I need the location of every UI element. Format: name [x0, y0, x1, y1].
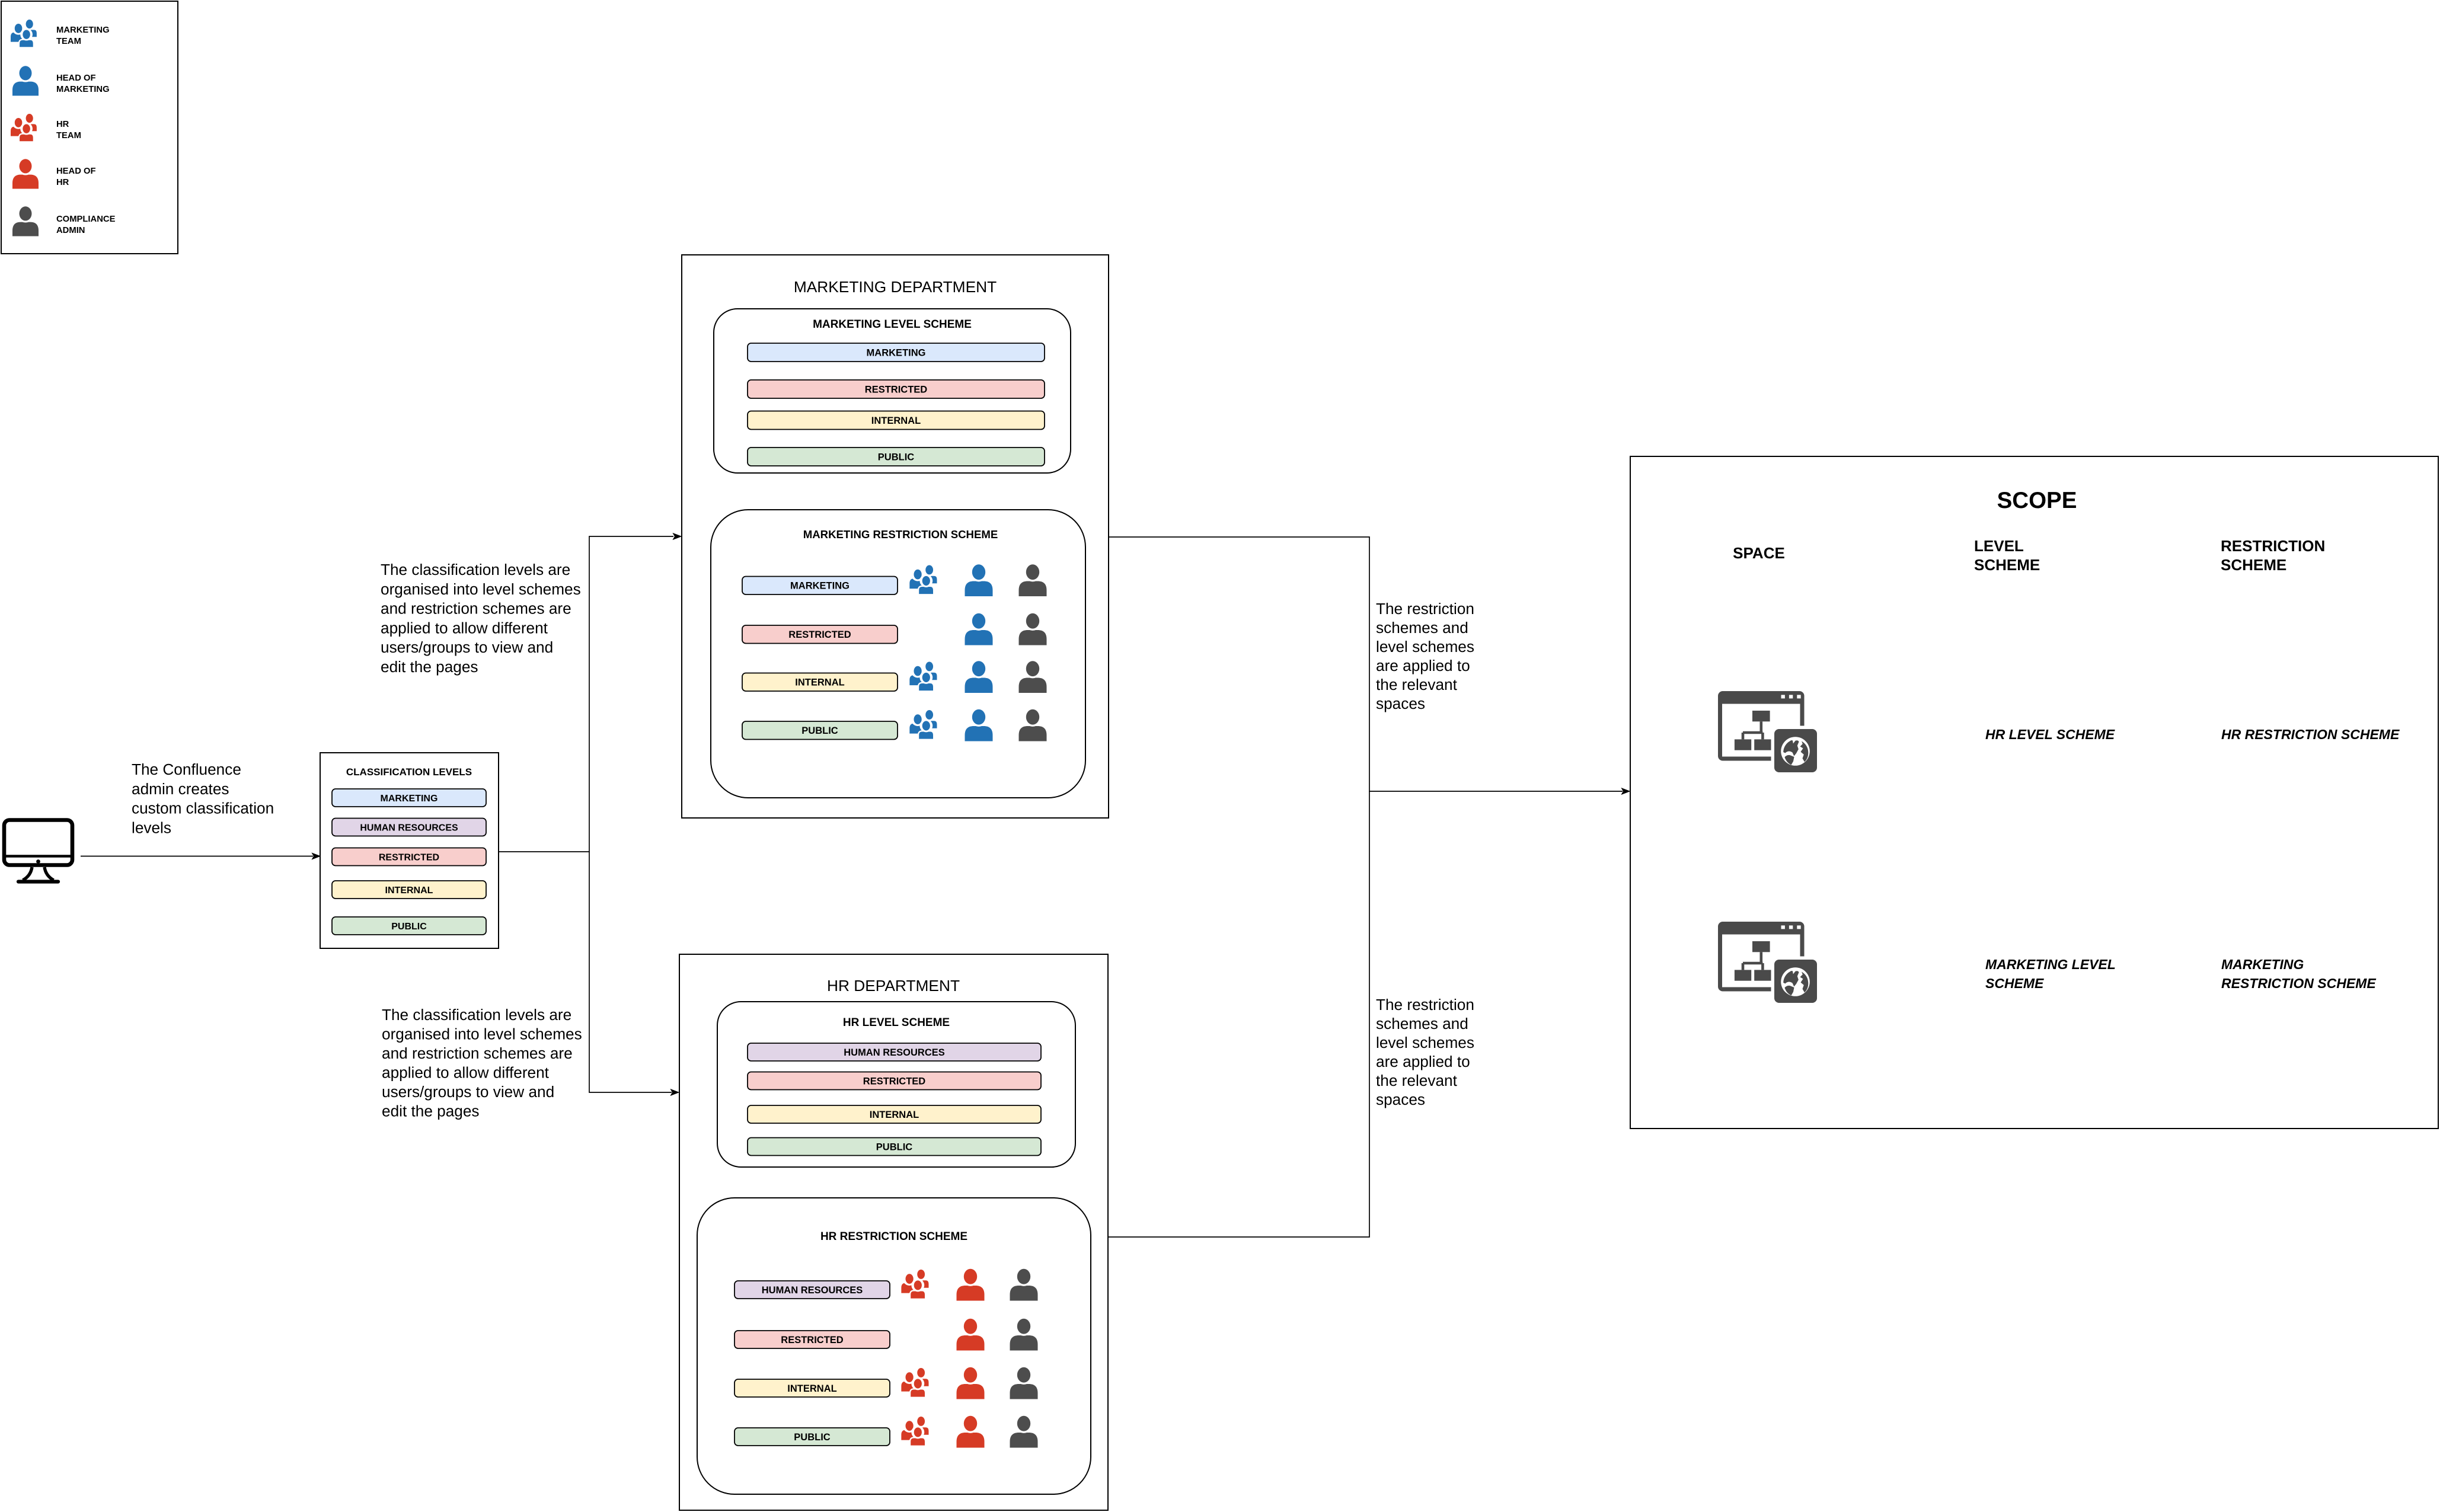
svg-text:PUBLIC: PUBLIC — [878, 452, 915, 462]
svg-text:and restriction schemes are: and restriction schemes are — [382, 1044, 573, 1062]
svg-text:INTERNAL: INTERNAL — [870, 1110, 919, 1120]
svg-text:MARKETING LEVEL SCHEME: MARKETING LEVEL SCHEME — [813, 318, 972, 331]
svg-text:applied to allow different: applied to allow different — [381, 619, 548, 637]
svg-text:The restriction: The restriction — [1376, 600, 1474, 618]
svg-text:MARKETING: MARKETING — [56, 25, 110, 35]
svg-text:users/groups to view and: users/groups to view and — [381, 638, 553, 656]
svg-text:MARKETING: MARKETING — [2221, 957, 2304, 972]
svg-text:INTERNAL: INTERNAL — [787, 1383, 836, 1394]
svg-text:users/groups to view and: users/groups to view and — [382, 1083, 554, 1101]
svg-text:are applied to: are applied to — [1376, 1053, 1470, 1070]
svg-text:RESTRICTED: RESTRICTED — [379, 852, 439, 862]
svg-text:PUBLIC: PUBLIC — [876, 1142, 913, 1152]
svg-text:organised into level schemes: organised into level schemes — [382, 1025, 582, 1043]
svg-text:MARKETING: MARKETING — [381, 794, 438, 804]
svg-text:applied to allow different: applied to allow different — [382, 1064, 550, 1082]
svg-text:COMPLIANCE: COMPLIANCE — [56, 215, 116, 224]
svg-text:edit the pages: edit the pages — [381, 658, 478, 676]
svg-text:HEAD OF: HEAD OF — [56, 73, 96, 83]
svg-text:TEAM: TEAM — [56, 131, 81, 140]
svg-text:schemes and: schemes and — [1376, 619, 1468, 637]
svg-text:SCHEME: SCHEME — [1985, 976, 2044, 991]
svg-text:RESTRICTED: RESTRICTED — [863, 1076, 926, 1086]
svg-text:MARKETING DEPARTMENT: MARKETING DEPARTMENT — [794, 278, 997, 296]
svg-text:PUBLIC: PUBLIC — [801, 725, 838, 736]
svg-text:and restriction schemes are: and restriction schemes are — [381, 600, 571, 618]
svg-text:SCOPE: SCOPE — [1997, 488, 2077, 513]
svg-text:edit the pages: edit the pages — [382, 1102, 480, 1120]
svg-text:MARKETING: MARKETING — [790, 581, 850, 592]
svg-text:MARKETING: MARKETING — [867, 347, 926, 358]
svg-text:level schemes: level schemes — [1376, 1034, 1474, 1051]
svg-text:HR RESTRICTION SCHEME: HR RESTRICTION SCHEME — [820, 1230, 967, 1243]
svg-text:the relevant: the relevant — [1376, 676, 1458, 693]
svg-text:RESTRICTED: RESTRICTED — [865, 384, 928, 395]
svg-text:HR LEVEL SCHEME: HR LEVEL SCHEME — [1985, 727, 2115, 742]
svg-text:The restriction: The restriction — [1376, 996, 1474, 1014]
svg-text:The classification levels are: The classification levels are — [382, 1006, 571, 1024]
svg-text:HUMAN RESOURCES: HUMAN RESOURCES — [762, 1285, 863, 1296]
svg-text:RESTRICTION SCHEME: RESTRICTION SCHEME — [2221, 976, 2376, 991]
svg-text:PUBLIC: PUBLIC — [794, 1432, 831, 1443]
svg-text:CLASSIFICATION LEVELS: CLASSIFICATION LEVELS — [346, 766, 472, 778]
svg-text:the relevant: the relevant — [1376, 1072, 1458, 1089]
svg-text:SPACE: SPACE — [1733, 544, 1785, 562]
svg-text:levels: levels — [132, 819, 171, 836]
svg-text:LEVEL: LEVEL — [1974, 537, 2024, 555]
svg-text:MARKETING RESTRICTION SCHEME: MARKETING RESTRICTION SCHEME — [803, 528, 998, 541]
svg-text:The classification levels are: The classification levels are — [381, 561, 570, 578]
svg-text:HR LEVEL SCHEME: HR LEVEL SCHEME — [843, 1016, 950, 1029]
svg-text:HR: HR — [56, 120, 69, 129]
svg-text:custom classification: custom classification — [132, 800, 274, 817]
svg-text:organised into level schemes: organised into level schemes — [381, 580, 581, 598]
svg-text:are applied to: are applied to — [1376, 657, 1470, 675]
svg-text:ADMIN: ADMIN — [56, 226, 85, 235]
svg-text:SCHEME: SCHEME — [2221, 556, 2286, 574]
svg-text:HR: HR — [56, 178, 69, 187]
svg-text:SCHEME: SCHEME — [1974, 556, 2040, 574]
svg-text:RESTRICTED: RESTRICTED — [788, 629, 851, 640]
svg-text:MARKETING: MARKETING — [56, 85, 110, 94]
svg-text:HUMAN RESOURCES: HUMAN RESOURCES — [360, 823, 458, 833]
svg-text:spaces: spaces — [1376, 1091, 1425, 1108]
svg-text:schemes and: schemes and — [1376, 1015, 1468, 1032]
svg-text:MARKETING LEVEL: MARKETING LEVEL — [1985, 957, 2116, 972]
svg-text:INTERNAL: INTERNAL — [795, 677, 844, 688]
svg-text:HR RESTRICTION SCHEME: HR RESTRICTION SCHEME — [2221, 727, 2400, 742]
svg-text:HUMAN RESOURCES: HUMAN RESOURCES — [844, 1047, 945, 1058]
svg-text:admin creates: admin creates — [132, 780, 229, 798]
svg-text:HEAD OF: HEAD OF — [56, 167, 96, 176]
svg-text:RESTRICTED: RESTRICTED — [781, 1335, 844, 1345]
svg-text:The Confluence: The Confluence — [132, 760, 241, 778]
svg-text:HR DEPARTMENT: HR DEPARTMENT — [827, 977, 960, 995]
svg-text:INTERNAL: INTERNAL — [871, 415, 921, 426]
svg-text:INTERNAL: INTERNAL — [385, 886, 433, 896]
svg-text:RESTRICTION: RESTRICTION — [2221, 537, 2325, 555]
svg-text:PUBLIC: PUBLIC — [391, 922, 427, 932]
svg-text:level schemes: level schemes — [1376, 638, 1474, 656]
svg-text:TEAM: TEAM — [56, 37, 81, 46]
svg-text:spaces: spaces — [1376, 695, 1425, 712]
